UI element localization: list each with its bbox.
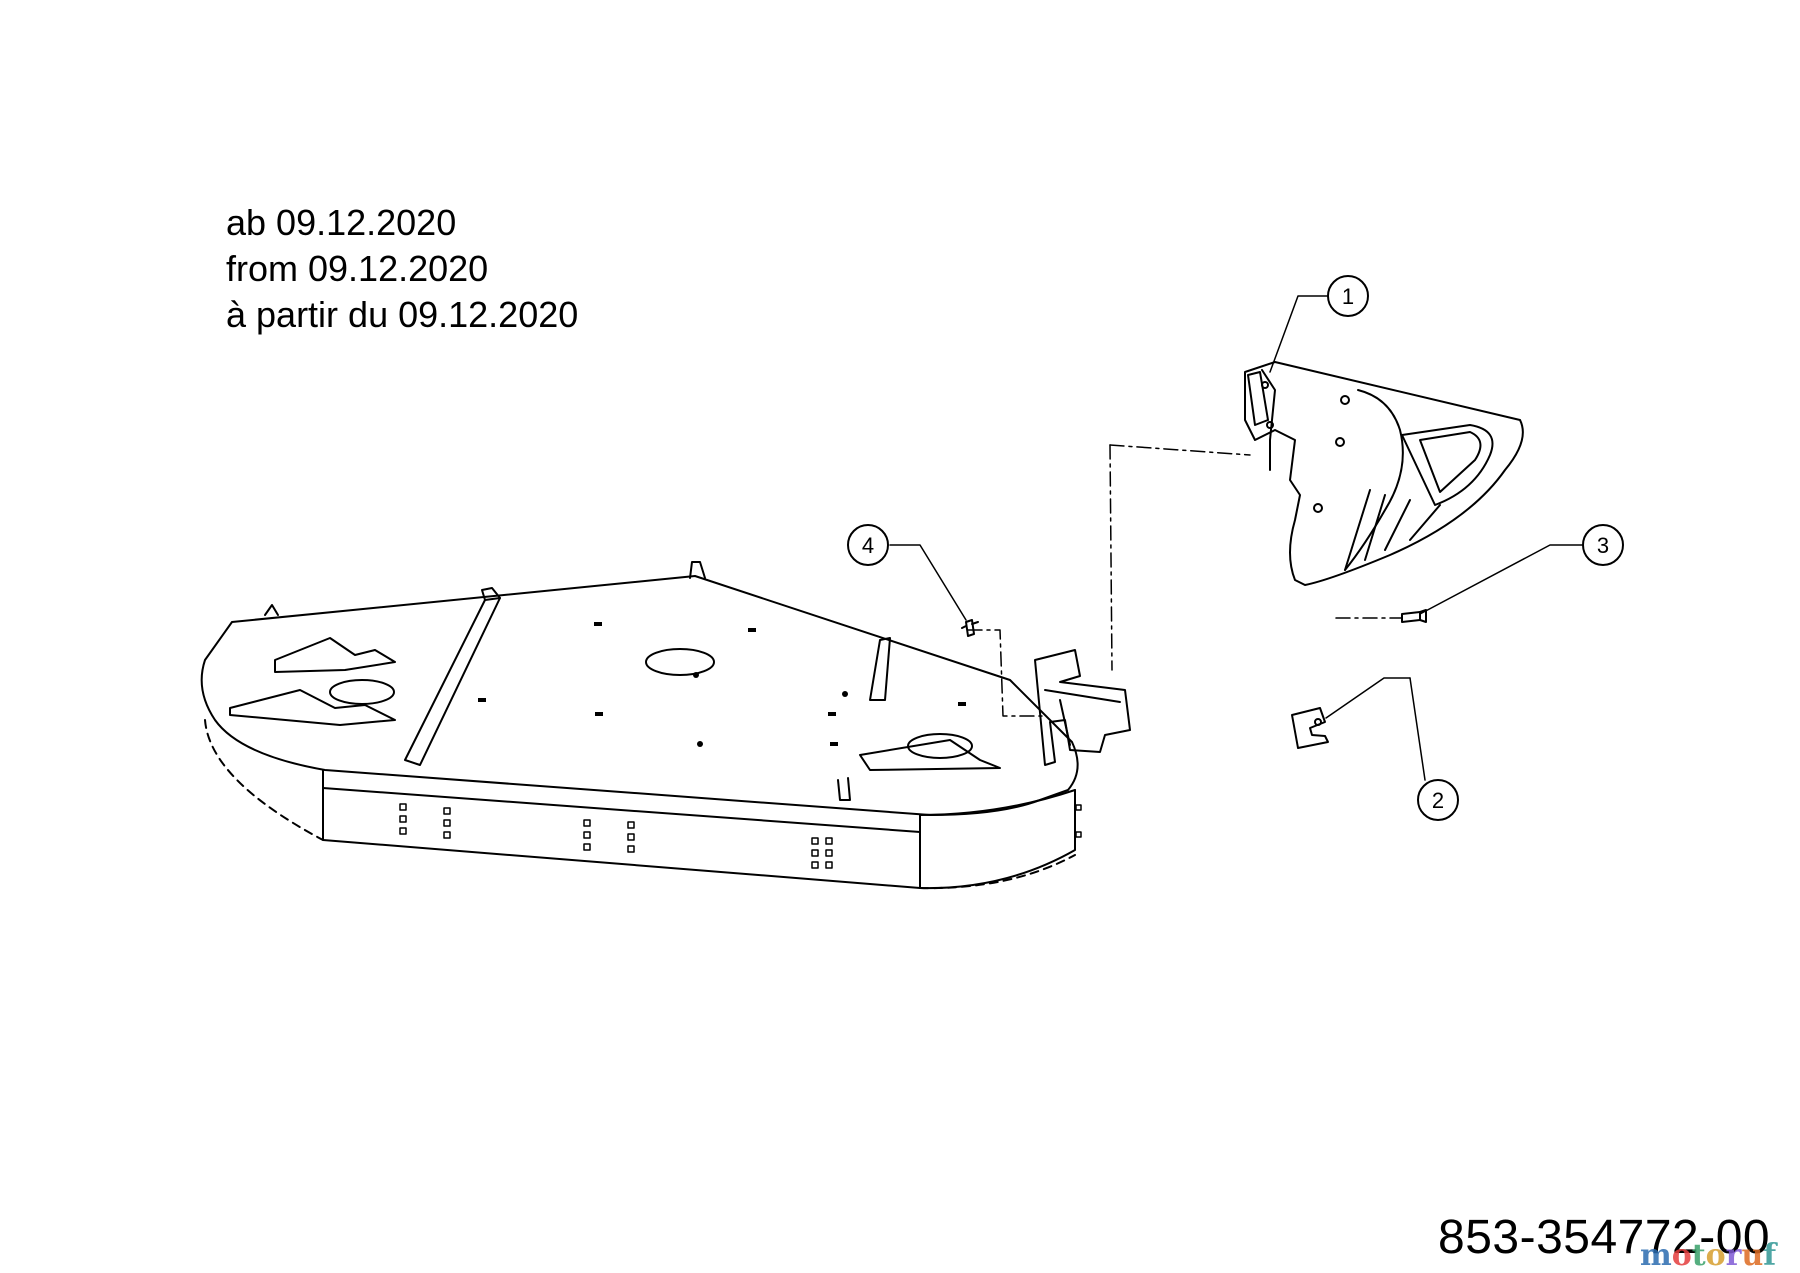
part-2-clip: [1291, 707, 1329, 749]
callout-2-circle: [1417, 779, 1459, 821]
callout-3-label: 3: [1597, 533, 1609, 558]
part-3-screw: [1401, 609, 1427, 623]
watermark-letter: r: [1725, 1238, 1742, 1273]
watermark-letter: o: [1705, 1238, 1726, 1273]
part-1-deflector-chute: [1244, 361, 1524, 586]
assembly-lines: [967, 444, 1403, 717]
watermark-letter: t: [1691, 1238, 1706, 1273]
chute-mounting-bracket: [1034, 649, 1131, 766]
callout-3-circle: [1582, 524, 1624, 566]
part-4-pin: [961, 619, 979, 637]
date-note-french: à partir du 09.12.2020: [226, 294, 579, 335]
callout-circles: [847, 275, 1624, 821]
watermark-letter: m: [1640, 1238, 1672, 1273]
callout-leaders: [889, 295, 1583, 719]
validity-date-notes: ab 09.12.2020 from 09.12.2020 à partir d…: [226, 200, 578, 338]
date-note-english: from 09.12.2020: [226, 248, 489, 289]
watermark-letter: f: [1763, 1238, 1777, 1273]
callout-2-label: 2: [1432, 788, 1444, 813]
mower-deck: [200, 561, 1082, 890]
watermark-letter: u: [1741, 1238, 1764, 1273]
callout-4-label: 4: [862, 533, 874, 558]
motoruf-watermark-logo: motoruf: [1640, 1238, 1776, 1273]
callout-1-label: 1: [1342, 284, 1354, 309]
callout-1-circle: [1327, 275, 1369, 317]
part-number: 853-354772-00: [1438, 1211, 1771, 1264]
date-note-german: ab 09.12.2020: [226, 202, 457, 243]
watermark-letter: o: [1671, 1238, 1692, 1273]
callout-4-circle: [847, 524, 889, 566]
